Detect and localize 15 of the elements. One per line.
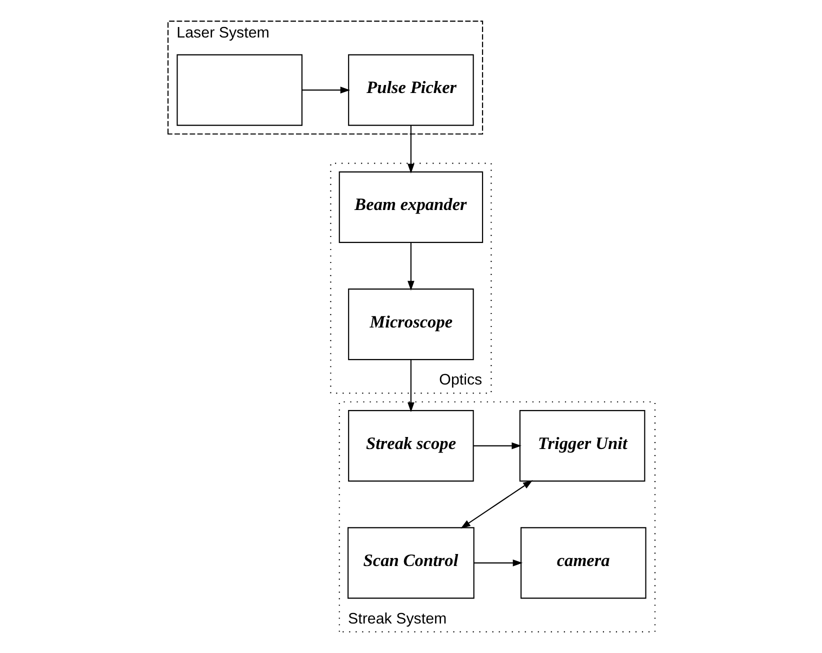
arrow (407, 360, 414, 412)
node-box: camera (520, 527, 646, 599)
node-box: Trigger Unit (518, 410, 645, 482)
node-box: Streak scope (348, 410, 474, 482)
node-box (176, 54, 302, 126)
arrow (302, 86, 350, 94)
arrow (473, 560, 522, 566)
node-box: Beam expander (338, 171, 483, 243)
node-box: Microscope (348, 288, 474, 360)
arrow (473, 442, 521, 450)
node-box: Scan Control (347, 527, 474, 599)
arrow (407, 242, 414, 291)
arrow (460, 480, 532, 529)
node-box: Pulse Picker (348, 54, 474, 126)
arrow (407, 125, 414, 174)
